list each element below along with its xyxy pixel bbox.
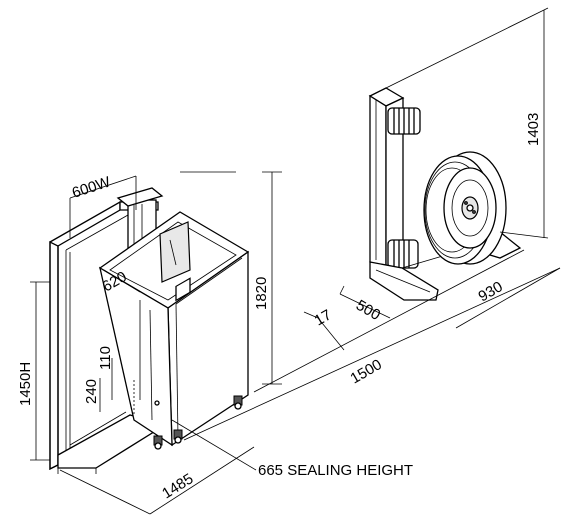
dim-240: 240: [83, 379, 100, 404]
dim-930: 930: [476, 278, 506, 305]
dimension-lines: [30, 7, 561, 515]
dim-1500: 1500: [348, 356, 385, 387]
sealing-height-note: 665 SEALING HEIGHT: [258, 462, 413, 479]
dim-1450h: 1450H: [17, 362, 34, 406]
dim-1485: 1485: [159, 470, 196, 502]
reel-icon: [423, 151, 507, 265]
dim-17: 17: [312, 306, 335, 329]
dim-110: 110: [97, 346, 114, 370]
lower-roller-icon: [387, 239, 419, 269]
dim-500: 500: [353, 297, 383, 324]
dim-1820: 1820: [253, 277, 270, 310]
upper-roller-icon: [387, 107, 421, 135]
dim-1403: 1403: [525, 113, 542, 146]
strapping-machine: [49, 187, 250, 474]
coil-dispenser: [368, 87, 522, 301]
dim-600w: 600W: [70, 173, 113, 202]
